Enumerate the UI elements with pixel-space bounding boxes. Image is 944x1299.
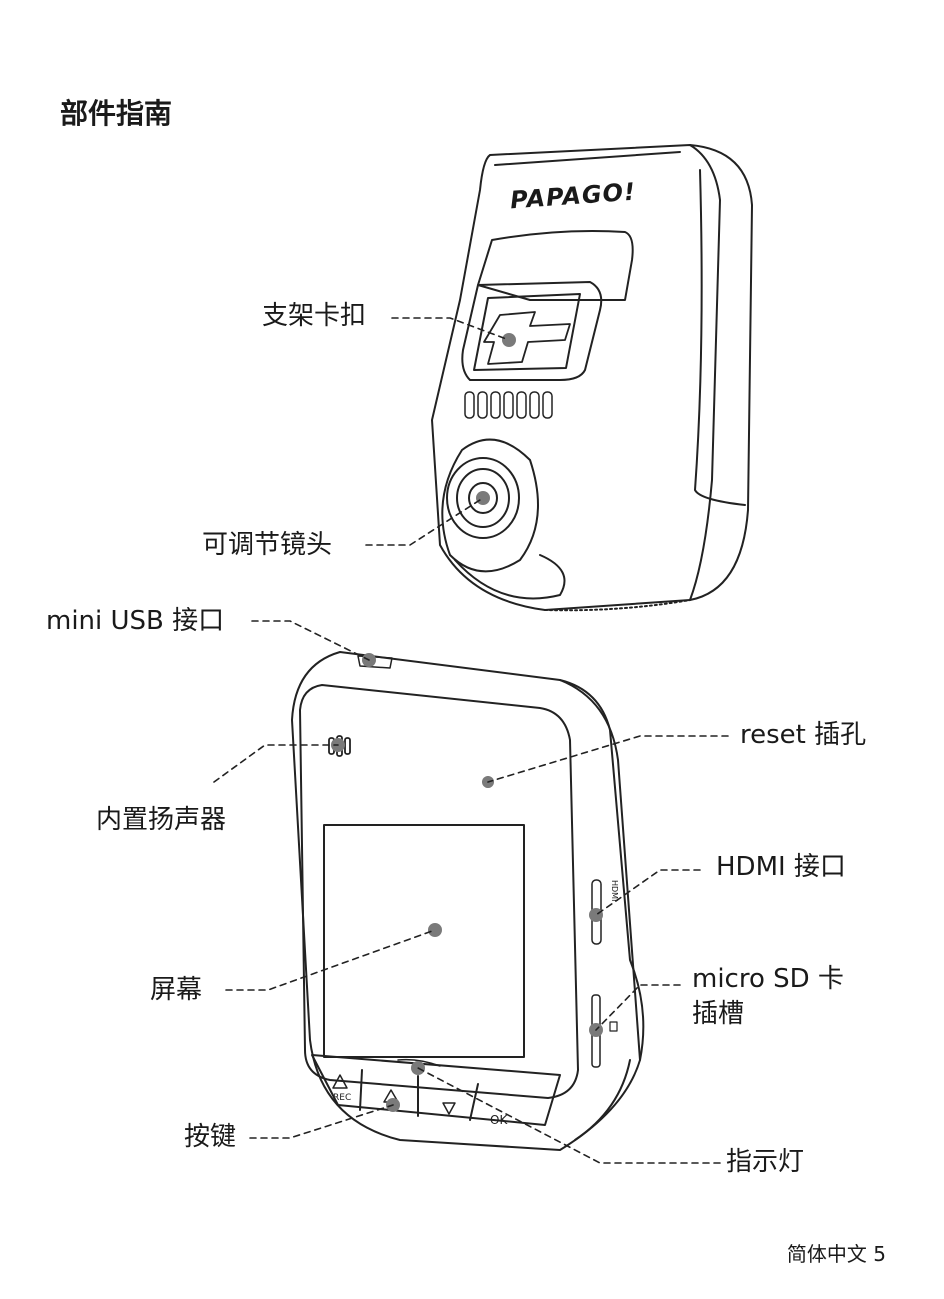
- camera-front-view: REC OK HDMI: [291, 651, 645, 1151]
- label-adjustable-lens: 可调节镜头: [202, 530, 333, 560]
- page-footer: 简体中文 5: [786, 1242, 886, 1266]
- page-title: 部件指南: [60, 97, 173, 130]
- rec-button-label: REC: [333, 1093, 351, 1103]
- down-arrow-icon: [442, 1102, 456, 1115]
- vent-slots: [464, 391, 553, 419]
- label-screen: 屏幕: [150, 975, 203, 1005]
- label-indicator: 指示灯: [726, 1147, 805, 1177]
- label-speaker: 内置扬声器: [96, 805, 227, 835]
- screen-display: [323, 824, 525, 1058]
- label-mini-usb-port: mini USB 接口: [46, 606, 225, 636]
- ok-button-label: OK: [490, 1113, 508, 1127]
- label-buttons: 按键: [184, 1122, 237, 1152]
- label-hdmi-port: HDMI 接口: [716, 852, 846, 882]
- label-micro-sd-line2: 插槽: [692, 999, 745, 1029]
- hdmi-port-text: HDMI: [610, 880, 619, 901]
- rec-warning-icon: [332, 1074, 348, 1089]
- label-micro-sd-line1: micro SD 卡: [692, 964, 844, 994]
- leader-lines: [213, 317, 729, 1164]
- label-reset-hole: reset 插孔: [740, 720, 867, 750]
- callout-dots: [331, 333, 603, 1112]
- label-mount-clip: 支架卡扣: [262, 301, 367, 331]
- camera-rear-view: [431, 144, 753, 612]
